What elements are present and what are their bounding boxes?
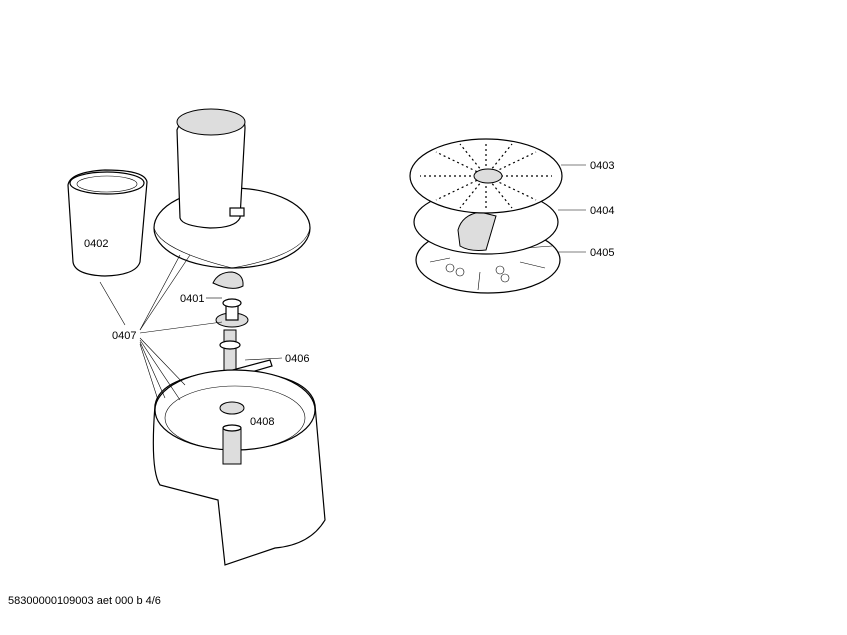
label-0405: 0405 [590, 247, 614, 259]
label-0404: 0404 [590, 205, 614, 217]
part-bowl [152, 369, 326, 566]
document-footer-code: 58300000109003 aet 000 b 4/6 [8, 595, 161, 607]
leader-lines-0407 [99, 254, 223, 401]
label-0406: 0406 [285, 353, 309, 365]
part-bushing [215, 298, 249, 328]
part-lid-with-chute [153, 108, 311, 269]
label-0407: 0407 [112, 330, 136, 342]
label-0403: 0403 [590, 160, 614, 172]
label-0408: 0408 [250, 416, 274, 428]
part-0401-cap [212, 271, 244, 289]
part-0403-grating-disc [409, 138, 563, 214]
label-0401: 0401 [180, 293, 204, 305]
part-0402-pusher [67, 169, 148, 277]
label-0402: 0402 [84, 238, 108, 250]
